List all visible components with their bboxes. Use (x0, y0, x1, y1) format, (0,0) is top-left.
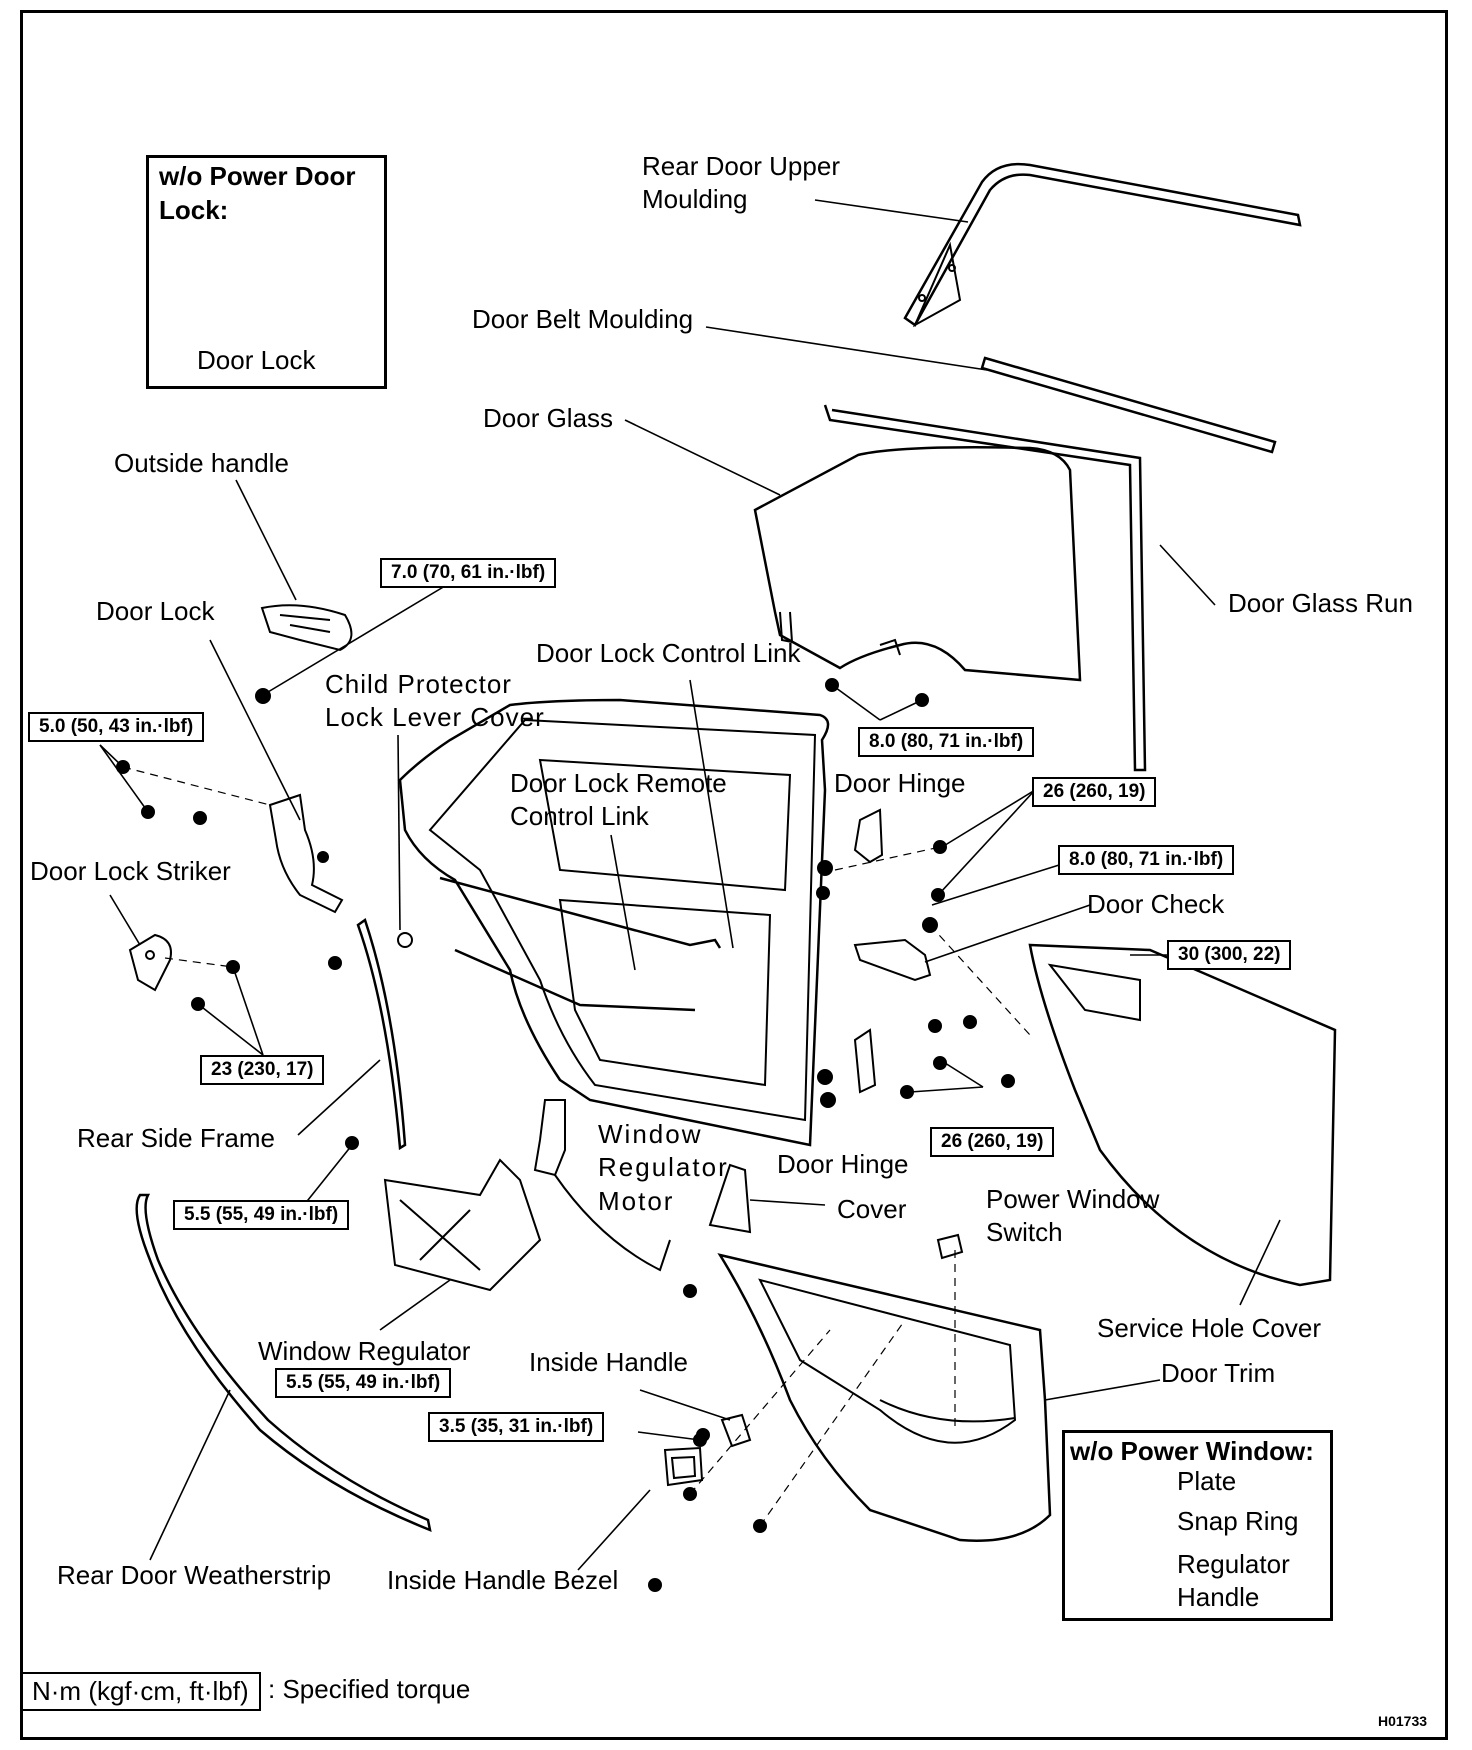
torque-hinge-lower: 26 (260, 19) (930, 1127, 1055, 1157)
door-inner-panel-part (397, 698, 830, 1147)
torque-rear-side-frame: 5.5 (55, 49 in.·lbf) (173, 1200, 350, 1230)
door-lock-striker-part (128, 933, 172, 992)
label-door-glass-run: Door Glass Run (1228, 588, 1413, 618)
label-door-lock-remote-control-link: Door Lock Remote Control Link (510, 768, 727, 832)
label-rear-side-frame: Rear Side Frame (77, 1123, 275, 1153)
door-lock-part (268, 793, 344, 914)
torque-door-check: 8.0 (80, 71 in.·lbf) (1058, 845, 1235, 875)
label-inside-handle-bezel: Inside Handle Bezel (387, 1565, 619, 1595)
rear-door-weatherstrip-part (135, 1193, 432, 1533)
door-glass-run-part (823, 404, 1147, 772)
label-cover: Cover (837, 1194, 907, 1224)
inset-label-door-lock: Door Lock (197, 345, 316, 375)
inset-title-power-door-lock: w/o Power Door Lock: (159, 161, 356, 225)
label-door-trim: Door Trim (1161, 1358, 1276, 1388)
torque-door-glass: 8.0 (80, 71 in.·lbf) (858, 727, 1035, 757)
torque-hinge-upper: 26 (260, 19) (1032, 777, 1157, 807)
inset-label-snap-ring: Snap Ring (1177, 1506, 1299, 1536)
label-door-glass: Door Glass (483, 403, 614, 433)
door-lock-control-link-part (439, 876, 722, 949)
label-door-hinge-upper: Door Hinge (834, 768, 966, 798)
label-door-check: Door Check (1087, 889, 1225, 919)
window-regulator-motor-part (533, 1099, 671, 1272)
power-window-switch-part (936, 1233, 964, 1260)
label-rear-door-weatherstrip: Rear Door Weatherstrip (57, 1560, 332, 1590)
inset-label-regulator-handle: Regulator Handle (1177, 1549, 1290, 1613)
fasteners (116, 678, 1015, 1592)
window-regulator-part (383, 1158, 542, 1292)
door-glass-part (753, 446, 1082, 682)
inside-handle-part (720, 1413, 752, 1448)
label-service-hole-cover: Service Hole Cover (1097, 1313, 1321, 1343)
inset-power-door-lock: w/o Power Door Lock: Door Lock (146, 155, 387, 389)
inset-label-plate: Plate (1177, 1466, 1237, 1496)
door-belt-moulding-part (980, 356, 1277, 454)
label-door-lock-striker: Door Lock Striker (30, 856, 231, 886)
label-door-lock: Door Lock (96, 596, 215, 626)
legend-text: : Specified torque (268, 1674, 471, 1704)
label-door-hinge-lower: Door Hinge (777, 1149, 909, 1179)
figure-code: H01733 (1378, 1713, 1428, 1729)
label-outside-handle: Outside handle (114, 448, 289, 478)
torque-inside-handle: 3.5 (35, 31 in.·lbf) (428, 1412, 605, 1442)
torque-service-cover: 30 (300, 22) (1167, 940, 1292, 970)
label-door-lock-control-link: Door Lock Control Link (536, 638, 801, 668)
door-hinge-upper-part (853, 808, 884, 864)
diagram-frame (20, 10, 1448, 1740)
rear-side-frame-part (356, 917, 407, 1151)
leader-lines (99, 199, 1281, 1581)
outside-handle-part (260, 604, 353, 652)
assembly-lines (122, 766, 1031, 1527)
cover-part (708, 1163, 752, 1234)
label-inside-handle: Inside Handle (529, 1347, 688, 1377)
label-window-regulator-motor: Window Regulator Motor (598, 1119, 729, 1216)
door-check-part (853, 938, 932, 982)
label-door-belt-moulding: Door Belt Moulding (472, 304, 694, 334)
label-power-window-switch: Power Window Switch (986, 1184, 1160, 1248)
inset-title-power-window: w/o Power Window: (1070, 1436, 1314, 1466)
label-child-protector-lock-lever-cover: Child Protector Lock Lever Cover (325, 669, 545, 733)
rear-door-upper-moulding-part (903, 162, 1302, 328)
service-hole-cover-part (1028, 943, 1337, 1287)
torque-outside-handle: 7.0 (70, 61 in.·lbf) (380, 558, 557, 588)
inset-power-window: w/o Power Window: Plate Snap Ring Regula… (1062, 1430, 1333, 1621)
door-trim-part (717, 1253, 1052, 1542)
inside-handle-bezel-part (663, 1446, 704, 1487)
door-lock-remote-control-link-part (454, 948, 696, 1012)
legend-unit-box: N·m (kgf·cm, ft·lbf) (20, 1672, 261, 1711)
label-window-regulator: Window Regulator (258, 1336, 471, 1366)
torque-door-lock: 5.0 (50, 43 in.·lbf) (28, 712, 205, 742)
label-rear-door-upper-moulding: Rear Door Upper Moulding (642, 151, 840, 215)
torque-window-regulator: 5.5 (55, 49 in.·lbf) (275, 1368, 452, 1398)
torque-striker: 23 (230, 17) (200, 1055, 325, 1085)
door-hinge-lower-part (853, 1028, 877, 1094)
